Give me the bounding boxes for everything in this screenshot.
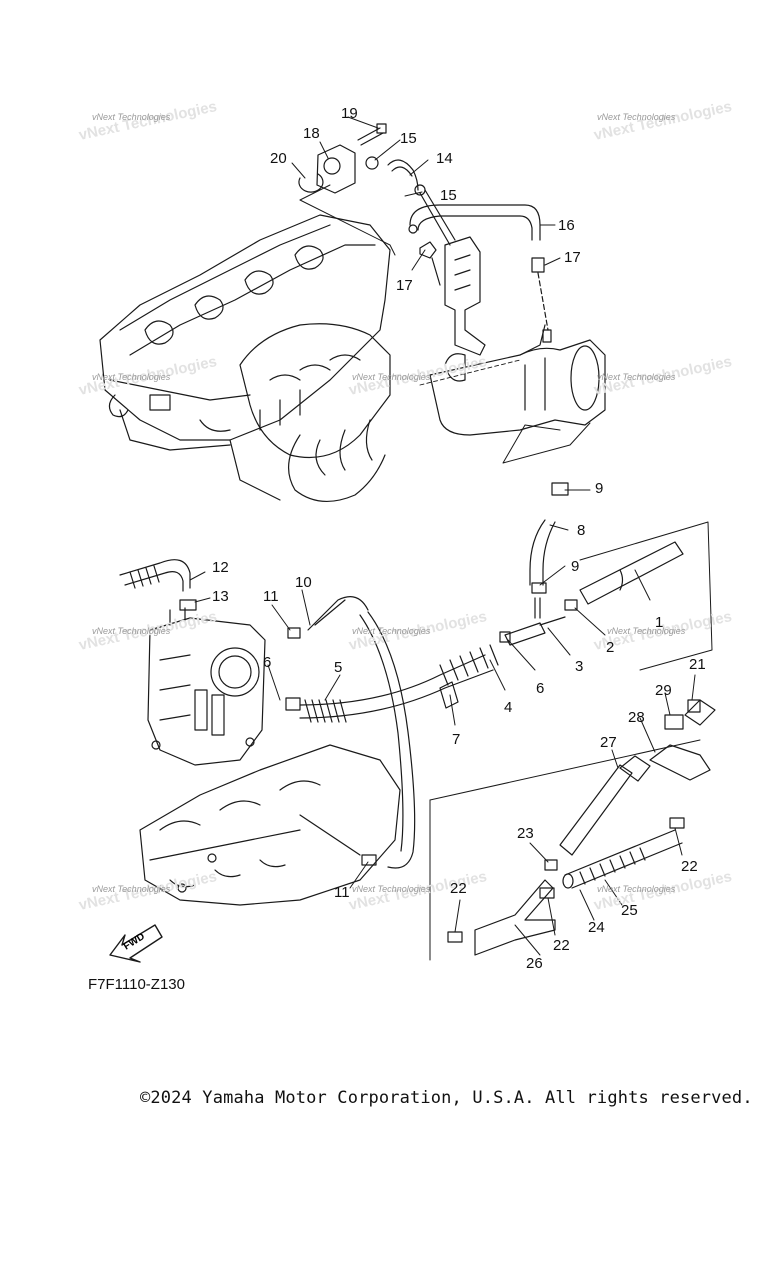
callout-23: 23	[517, 825, 534, 842]
callout-18: 18	[303, 125, 320, 142]
watermark-text: vNext Technologies	[92, 112, 171, 122]
watermark-text: vNext Technologies	[352, 884, 431, 894]
callout-6b: 6	[263, 654, 271, 671]
callout-20: 20	[270, 150, 287, 167]
callout-3: 3	[575, 658, 583, 675]
callout-10: 10	[295, 574, 312, 591]
callout-29: 29	[655, 682, 672, 699]
leader-lines	[189, 116, 696, 956]
callout-7: 7	[452, 731, 460, 748]
watermark-text: vNext Technologies	[92, 884, 171, 894]
callout-27: 27	[600, 734, 617, 751]
breather-assembly-illustration	[298, 123, 549, 356]
watermark-text: vNext Technologies	[597, 372, 676, 382]
callout-17: 17	[396, 277, 413, 294]
callout-16: 16	[558, 217, 575, 234]
watermark-text: vNext Technologies	[597, 884, 676, 894]
callout-12: 12	[212, 559, 229, 576]
callout-19: 19	[341, 105, 358, 122]
callout-22c: 22	[450, 880, 467, 897]
callout-26: 26	[526, 955, 543, 972]
parts-diagram: vNext Technologies vNext Technologies vN…	[77, 98, 733, 972]
fwd-arrow-icon	[109, 924, 163, 963]
callout-9b: 9	[571, 558, 579, 575]
callout-2: 2	[606, 639, 614, 656]
callout-4: 4	[504, 699, 512, 716]
watermarks: vNext Technologies vNext Technologies vN…	[77, 98, 733, 914]
throttle-body-illustration	[147, 607, 266, 766]
watermark-text: vNext Technologies	[92, 372, 171, 382]
callout-22a: 22	[681, 858, 698, 875]
callout-8: 8	[577, 522, 585, 539]
callout-numbers: 1 2 3 4 5 6 6 7 8 9 9 10 11 11 12 13 14 …	[212, 105, 706, 972]
figure-code: F7F1110-Z130	[88, 976, 185, 993]
callout-17b: 17	[564, 249, 581, 266]
callout-1: 1	[655, 614, 663, 631]
watermark-text: vNext Technologies	[597, 112, 676, 122]
callout-22b: 22	[553, 937, 570, 954]
cylinder-head-illustration	[99, 184, 521, 503]
fittings-assembly-illustration	[429, 699, 716, 961]
callout-11: 11	[263, 588, 279, 605]
watermark-text: vNext Technologies	[352, 626, 431, 636]
callout-15b: 15	[440, 187, 457, 204]
callout-9: 9	[595, 480, 603, 497]
callout-21: 21	[689, 656, 706, 673]
hose-assembly-illustration	[119, 482, 713, 869]
callout-6: 6	[536, 680, 544, 697]
callout-24: 24	[588, 919, 605, 936]
watermark-text: vNext Technologies	[607, 626, 686, 636]
callout-25: 25	[621, 902, 638, 919]
watermark-text: vNext Technologies	[352, 372, 431, 382]
engine-block-illustration	[139, 744, 401, 906]
callout-28: 28	[628, 709, 645, 726]
intake-duct-illustration	[429, 324, 606, 464]
copyright-notice: ©2024 Yamaha Motor Corporation, U.S.A. A…	[140, 1088, 753, 1108]
callout-13: 13	[212, 588, 229, 605]
callout-15: 15	[400, 130, 417, 147]
callout-14: 14	[436, 150, 453, 167]
watermark-text: vNext Technologies	[92, 626, 171, 636]
callout-5: 5	[334, 659, 342, 676]
callout-11b: 11	[334, 884, 350, 901]
